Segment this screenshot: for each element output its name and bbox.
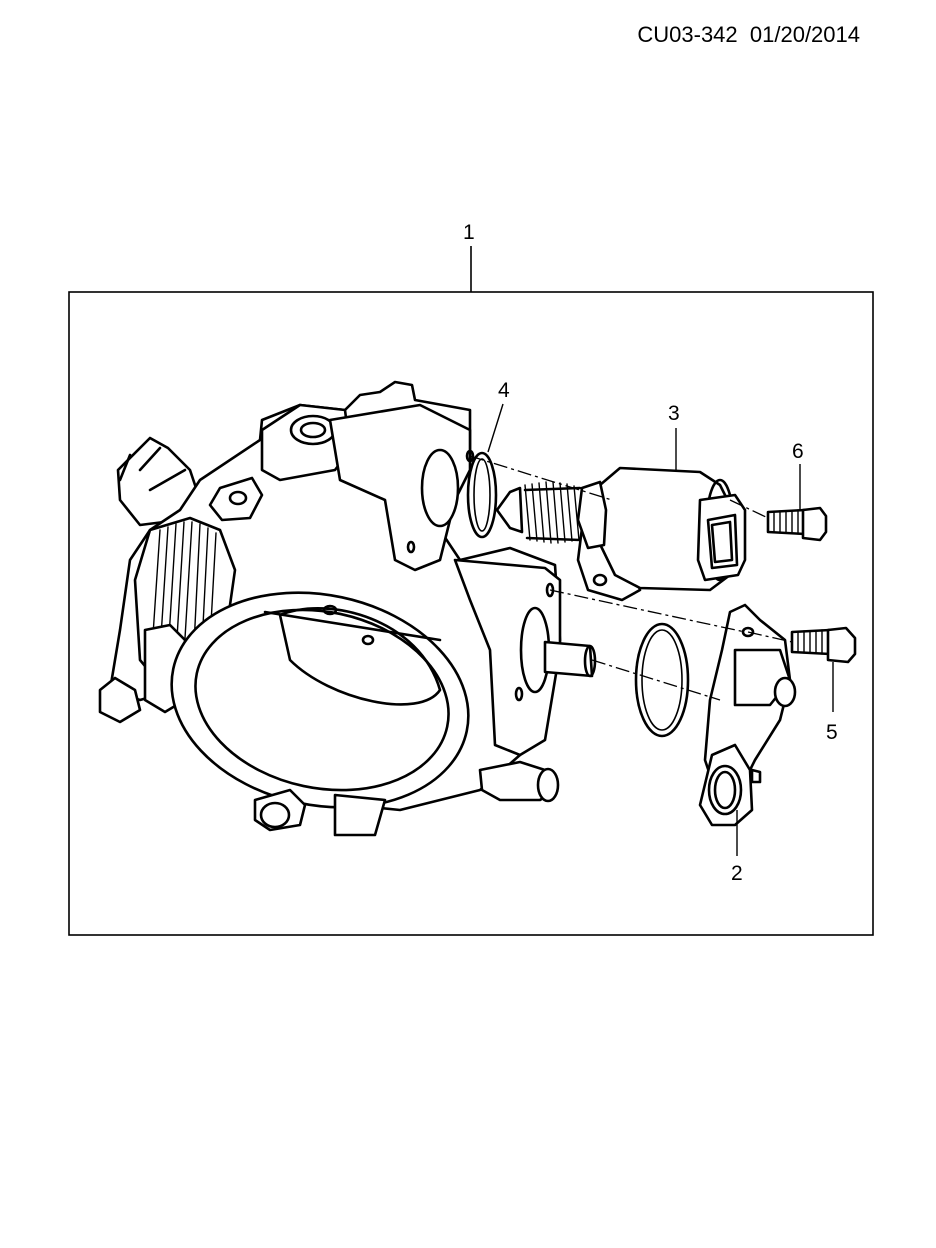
throttle-body <box>98 380 597 837</box>
part-5-bolt <box>790 626 857 664</box>
sensor-o-ring <box>634 622 690 738</box>
callout-6: 6 <box>792 440 804 463</box>
doc-code: CU03-342 <box>637 22 738 47</box>
callout-4: 4 <box>498 379 510 402</box>
part-4-o-ring <box>466 451 498 539</box>
callout-1: 1 <box>463 221 475 244</box>
part-2-throttle-position-sensor <box>698 603 797 827</box>
centerline-sensor-bolt <box>747 631 793 643</box>
doc-date: 01/20/2014 <box>749 22 860 47</box>
part-3-idle-air-control-valve <box>495 466 747 602</box>
part-6-bolt <box>766 506 828 542</box>
centerline-valve-bolt <box>729 499 769 519</box>
leader-line-4 <box>487 403 504 453</box>
callout-5: 5 <box>826 721 838 744</box>
document-header: CU03-342 01/20/2014 <box>637 22 860 48</box>
centerline-sensor-lower <box>591 659 721 701</box>
callout-3: 3 <box>668 402 680 425</box>
callout-2: 2 <box>731 862 743 885</box>
centerline-sensor-upper <box>549 589 746 633</box>
